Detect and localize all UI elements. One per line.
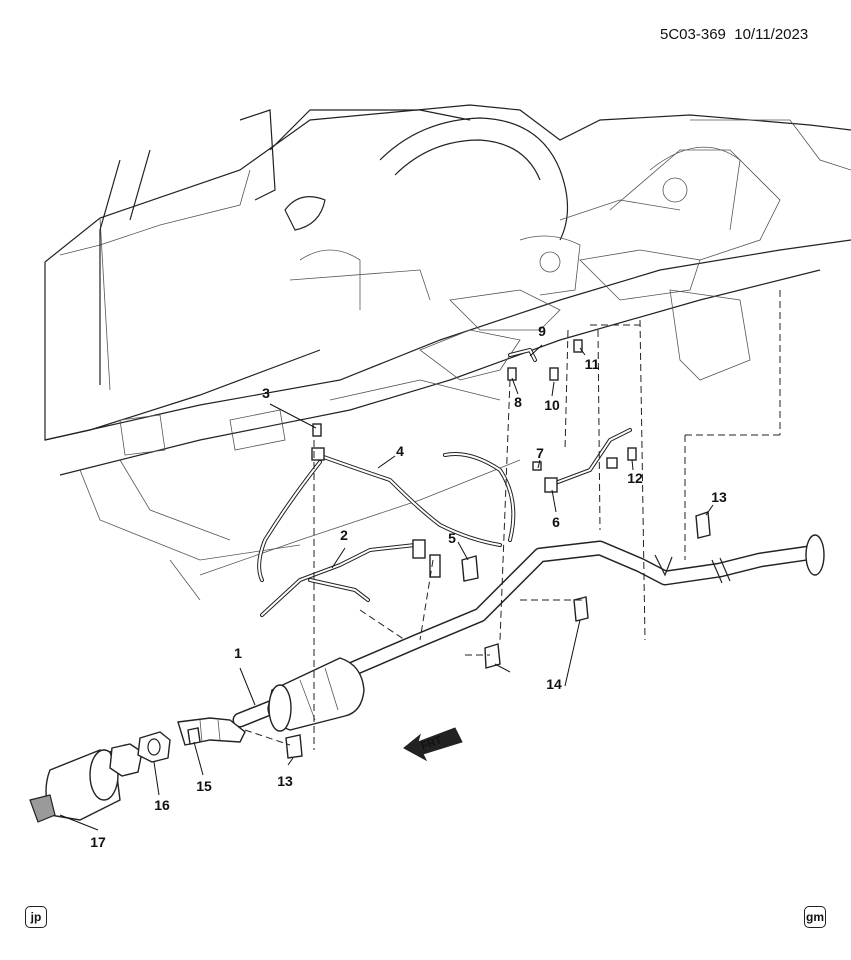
vehicle-body: [44, 104, 851, 601]
callout-1: 1: [234, 645, 242, 661]
callout-16: 16: [154, 797, 170, 813]
jp-badge: jp: [25, 906, 47, 928]
front-direction-arrow: FRT: [403, 727, 463, 762]
callout-8: 8: [514, 394, 522, 410]
sensor-harnesses: [257, 339, 637, 617]
leader-lines: [59, 344, 714, 831]
callout-4: 4: [396, 443, 404, 459]
exhaust-pipe-assembly: [177, 534, 825, 746]
callout-12: 12: [627, 470, 643, 486]
callout-10: 10: [544, 397, 560, 413]
reference-lines: [244, 290, 781, 750]
callout-6: 6: [552, 514, 560, 530]
callout-7: 7: [536, 445, 544, 461]
callout-3: 3: [262, 385, 270, 401]
callout-9: 9: [538, 323, 546, 339]
callout-13-lower: 13: [277, 773, 293, 789]
callout-14: 14: [546, 676, 562, 692]
hangers: [187, 511, 711, 759]
callout-17: 17: [90, 834, 106, 850]
gm-logo-badge: gm: [804, 906, 826, 928]
diagram-date: 10/11/2023: [734, 26, 809, 43]
callout-13-upper: 13: [711, 489, 727, 505]
callout-11: 11: [584, 356, 600, 372]
front-catalytic-converter: [29, 743, 143, 823]
gasket: [137, 731, 171, 763]
diagram-id: 5C03-369: [660, 26, 726, 43]
diagram-header: 5C03-369 10/11/2023: [660, 26, 830, 43]
callout-2: 2: [340, 527, 348, 543]
callout-5: 5: [448, 530, 456, 546]
callout-15: 15: [196, 778, 212, 794]
